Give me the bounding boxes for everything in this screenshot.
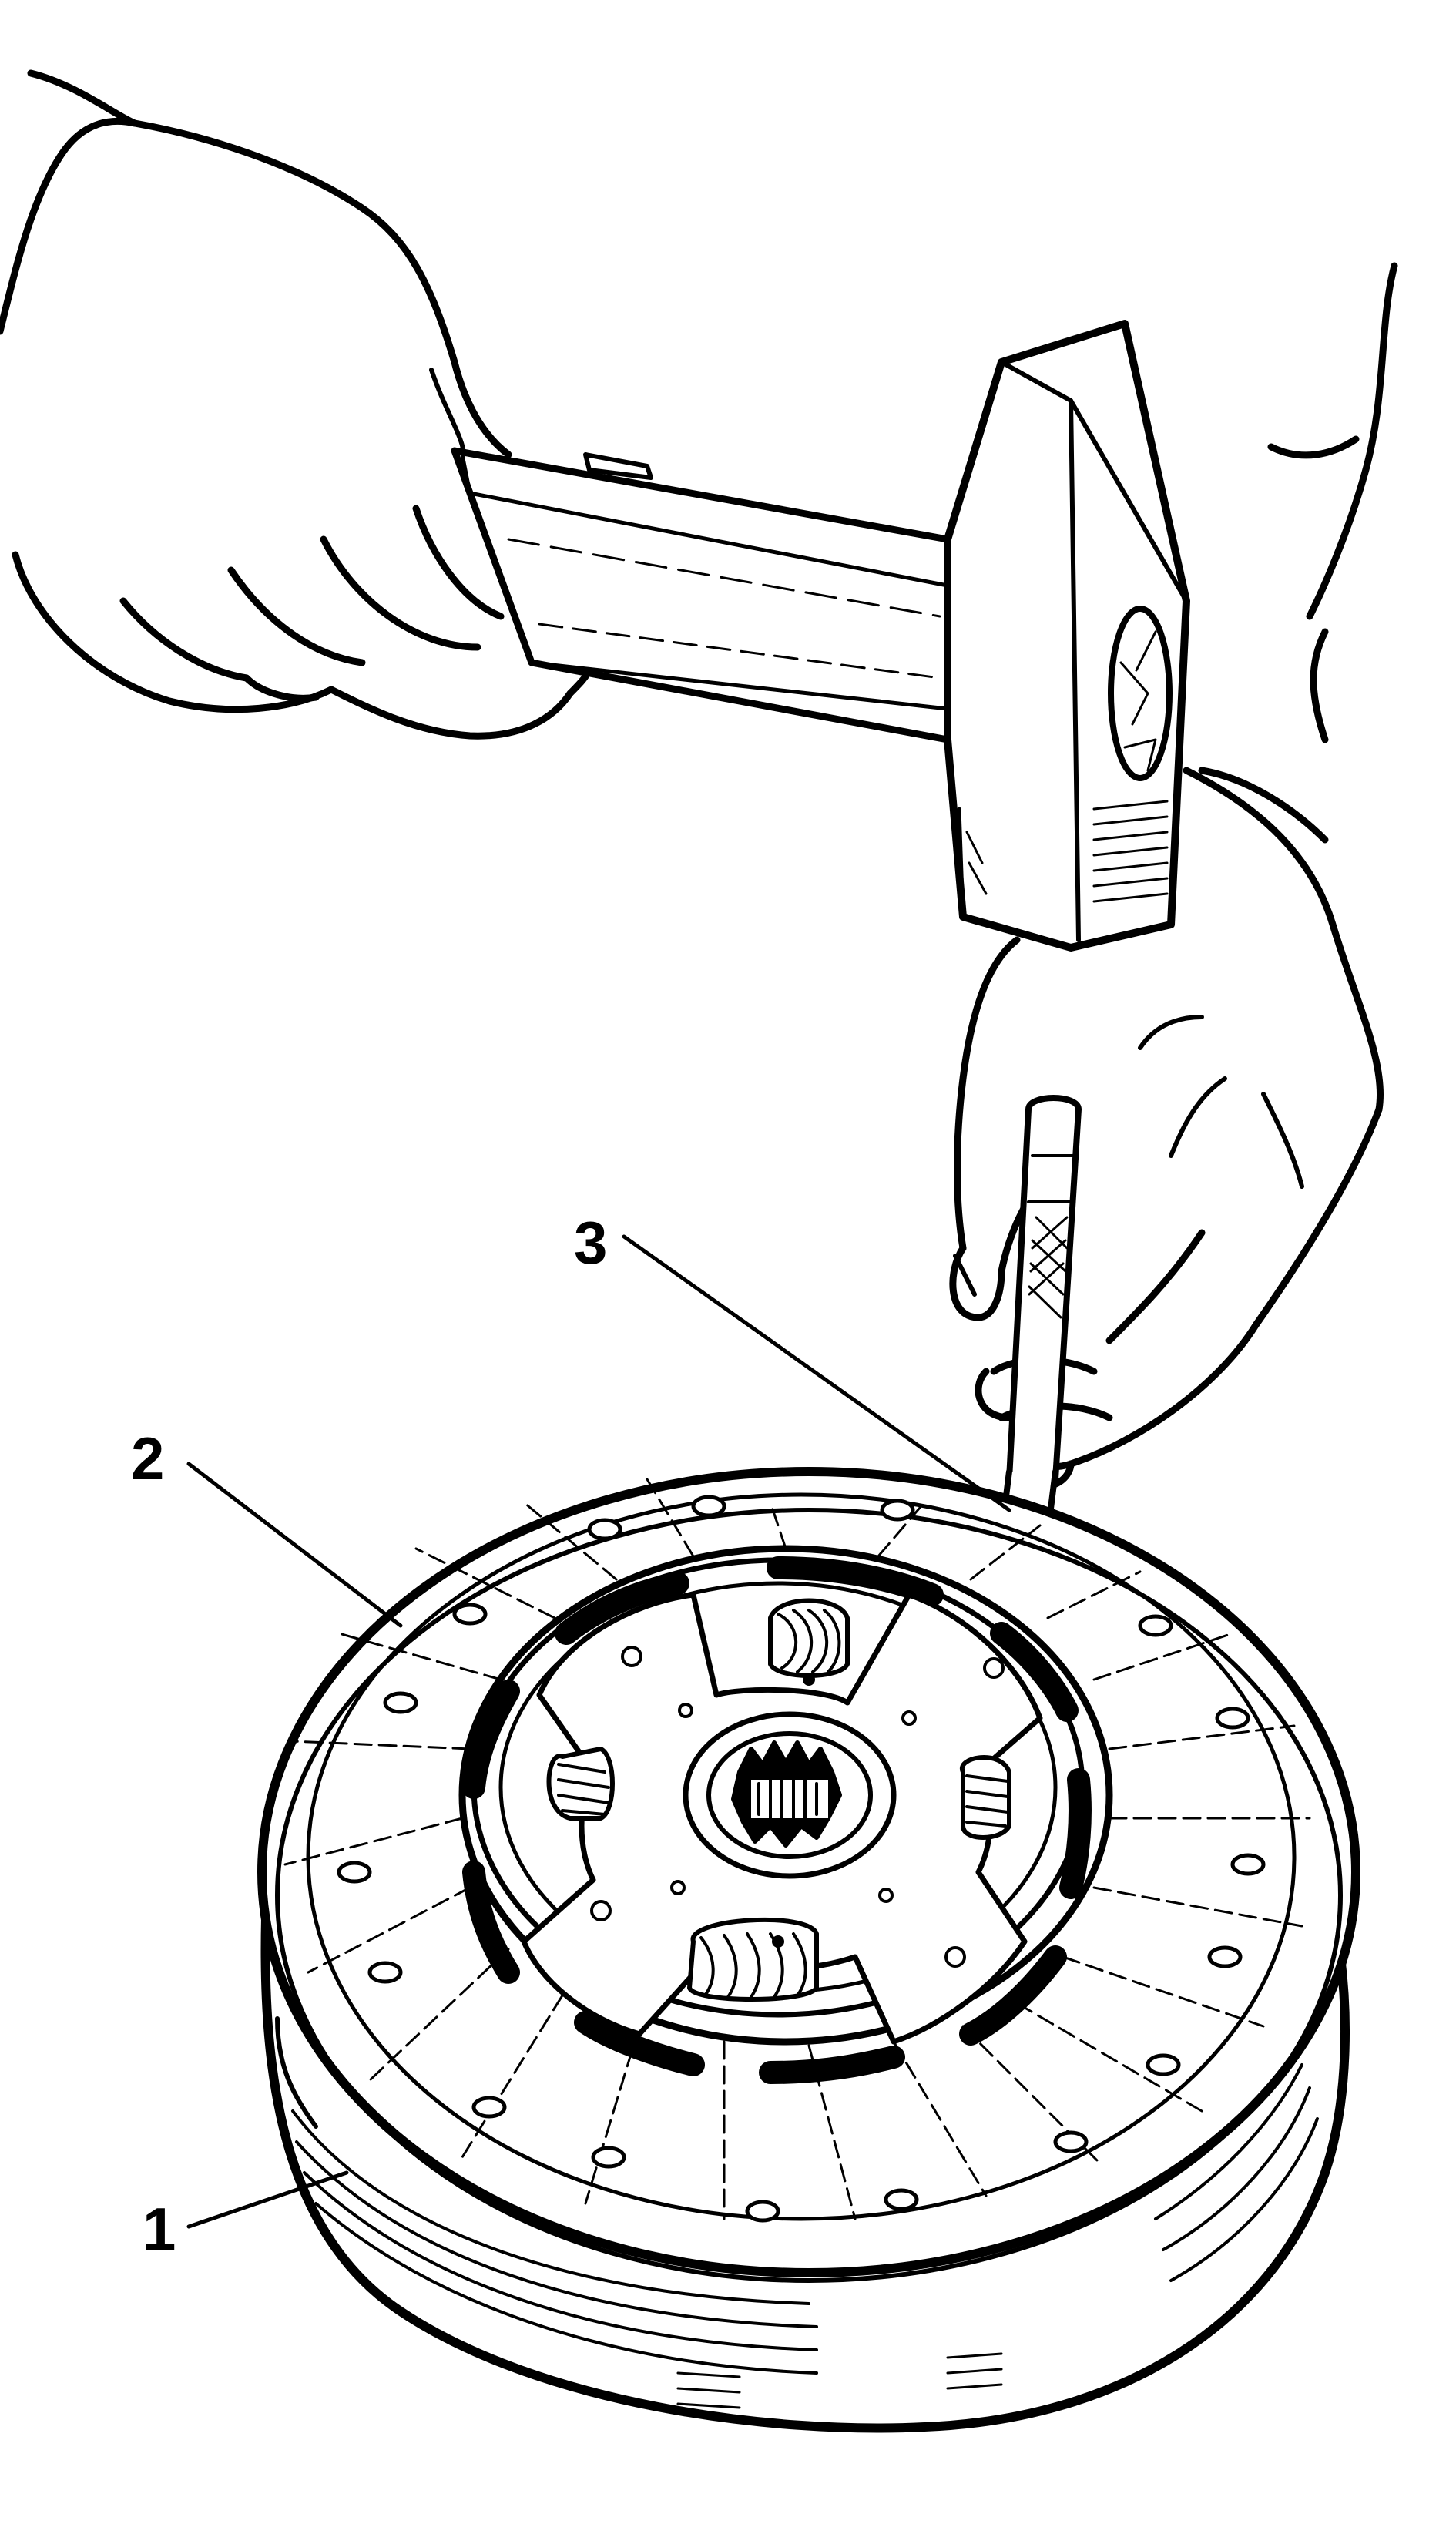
left-hand xyxy=(0,69,595,740)
leader-line-2 xyxy=(186,1462,403,1628)
leader-line-1 xyxy=(186,2170,349,2229)
callout-label-3: 3 xyxy=(574,1209,607,1277)
callout-labels: 1 2 3 xyxy=(131,1209,607,2263)
friction-segments xyxy=(283,1478,1311,2220)
damper-springs xyxy=(546,1598,1011,2002)
callout-label-2: 2 xyxy=(131,1425,164,1492)
leader-line-3 xyxy=(622,1234,1011,1512)
callout-label-1: 1 xyxy=(143,2195,176,2263)
hammer xyxy=(451,320,1190,952)
rivet-holes xyxy=(337,1495,1266,2223)
clutch-disc-assembly xyxy=(257,1467,1360,2433)
leader-lines xyxy=(186,1234,1011,2229)
splined-hub xyxy=(683,1711,897,1879)
damper-ring xyxy=(462,1556,1092,2084)
